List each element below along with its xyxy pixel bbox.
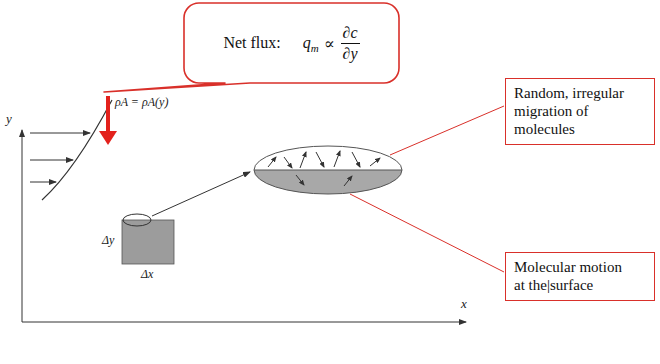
flux-arrow-head [99,131,117,145]
fraction-numerator: ∂c [341,24,360,44]
control-volume [122,220,174,264]
dimension-label: Δx [140,268,154,281]
surface-region [254,170,402,194]
x-axis [22,322,466,323]
axis-label: y [5,112,13,126]
molecule-paths [268,151,380,186]
molecule-path [268,157,276,167]
flux-symbol: q [303,34,311,52]
flux-subscript: m [311,42,319,54]
proportional-sign: ∝ [324,34,335,53]
profile-arrow [30,182,56,183]
y-axis [22,130,23,322]
profile-arrow [30,160,73,161]
formula-row: Net flux: qm ∝ ∂c∂y [183,2,400,84]
dimension-label: Δy [101,234,115,247]
flux-arrow [106,96,110,133]
fraction-denominator: ∂y [341,44,360,63]
callout-box: Random, irregular migration of molecules [505,78,655,145]
surface-line [254,170,402,171]
molecule-path [370,158,380,166]
callout-text: Random, irregular migration of molecules [514,84,634,138]
speech-bubble: Net flux: qm ∝ ∂c∂y [183,2,400,84]
magnified-ellipse [254,146,402,194]
callout-text: Molecular motion at the|surface [514,258,634,294]
molecule-path [352,152,360,167]
bubble-outline [183,2,400,84]
fraction: ∂c∂y [341,24,360,63]
profile-arrow [30,133,90,134]
molecule-path [296,175,304,185]
leader-line [390,106,504,155]
molecule-path [344,176,352,186]
flux-heading: Net flux: [223,34,280,52]
molecule-path [334,151,340,167]
curve-label: ρA = ρA(y) [114,96,169,109]
callout-box: Molecular motion at the|surface [505,252,655,301]
axis-label: x [460,297,468,311]
leader-line [350,194,504,272]
molecule-path [300,152,306,168]
surface-highlight [123,214,151,226]
molecule-path [316,152,324,167]
zoom-arrow [152,172,250,216]
bubble-outline [104,3,399,92]
concentration-curve [42,100,112,200]
molecule-path [284,157,292,168]
